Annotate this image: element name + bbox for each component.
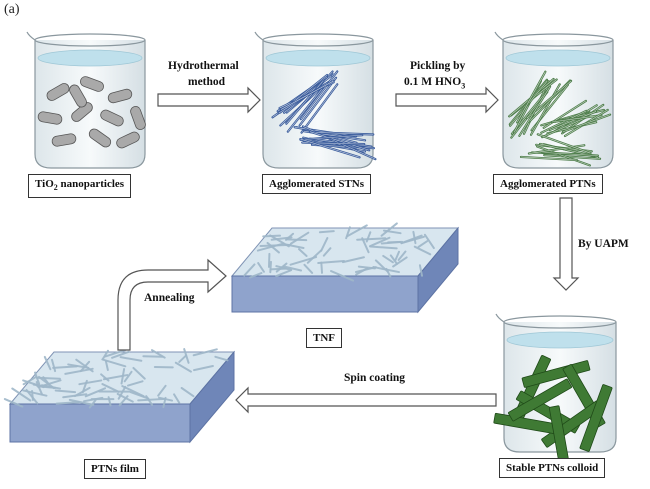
- beaker-ptns-spout: [495, 32, 503, 40]
- film-tnf-texture: [263, 236, 280, 237]
- beaker-stns: [255, 32, 375, 168]
- arrow-annealing: [118, 260, 226, 350]
- tio2-main: TiO: [35, 178, 54, 190]
- spin-coating-label: Spin coating: [344, 372, 405, 384]
- beaker-tio2-spout: [27, 32, 35, 40]
- film-tnf: [232, 223, 458, 312]
- panel-label: (a): [4, 2, 20, 18]
- arrow-spin-coating: [236, 388, 496, 412]
- beaker-ptns-liquid-surface: [506, 50, 610, 66]
- pickling-main: 0.1 M HNO: [404, 76, 461, 88]
- beaker-stns-liquid-surface: [266, 50, 370, 66]
- hydrothermal-label-line2: method: [188, 76, 225, 88]
- label-stable-ptns-colloid: Stable PTNs colloid: [499, 458, 605, 478]
- label-ptns-film: PTNs film: [84, 459, 146, 479]
- label-tio2-nanoparticles: TiO2 nanoparticles: [28, 174, 131, 198]
- film-ptns-texture: [53, 366, 77, 367]
- beaker-colloid: [494, 314, 616, 474]
- hydrothermal-label-line1: Hydrothermal: [168, 60, 239, 72]
- beaker-colloid-liquid-surface: [507, 332, 613, 348]
- film-tnf-texture: [271, 269, 286, 270]
- arrow-hydrothermal: [158, 88, 260, 112]
- pickling-label-line2: 0.1 M HNO3: [404, 76, 465, 90]
- film-ptns-texture: [37, 378, 60, 379]
- tio2-rest: nanoparticles: [58, 178, 124, 190]
- pickling-sub: 3: [461, 81, 465, 90]
- annealing-label: Annealing: [144, 292, 195, 304]
- beaker-tio2-liquid-surface: [38, 50, 142, 66]
- film-tnf-texture: [270, 262, 271, 272]
- film-ptns-texture: [57, 402, 79, 403]
- film-ptns-front: [10, 404, 190, 442]
- film-tnf-texture: [321, 263, 322, 273]
- label-agglomerated-ptns: Agglomerated PTNs: [493, 174, 603, 194]
- film-tnf-texture: [287, 239, 306, 240]
- film-tnf-texture: [320, 231, 334, 232]
- beaker-colloid-spout: [496, 314, 504, 322]
- film-ptns-texture: [143, 356, 162, 357]
- beaker-ptns: [495, 32, 613, 168]
- beaker-tio2: [27, 32, 147, 168]
- uapm-label: By UAPM: [578, 238, 629, 250]
- arrow-uapm: [554, 198, 578, 290]
- film-tnf-front: [232, 276, 418, 312]
- label-agglomerated-stns: Agglomerated STNs: [262, 174, 371, 194]
- film-ptns: [5, 349, 234, 442]
- label-tnf: TNF: [306, 328, 342, 348]
- pickling-label-line1: Pickling by: [410, 60, 465, 72]
- film-ptns-texture: [138, 399, 165, 400]
- arrow-pickling: [396, 88, 498, 112]
- beaker-stns-spout: [255, 32, 263, 40]
